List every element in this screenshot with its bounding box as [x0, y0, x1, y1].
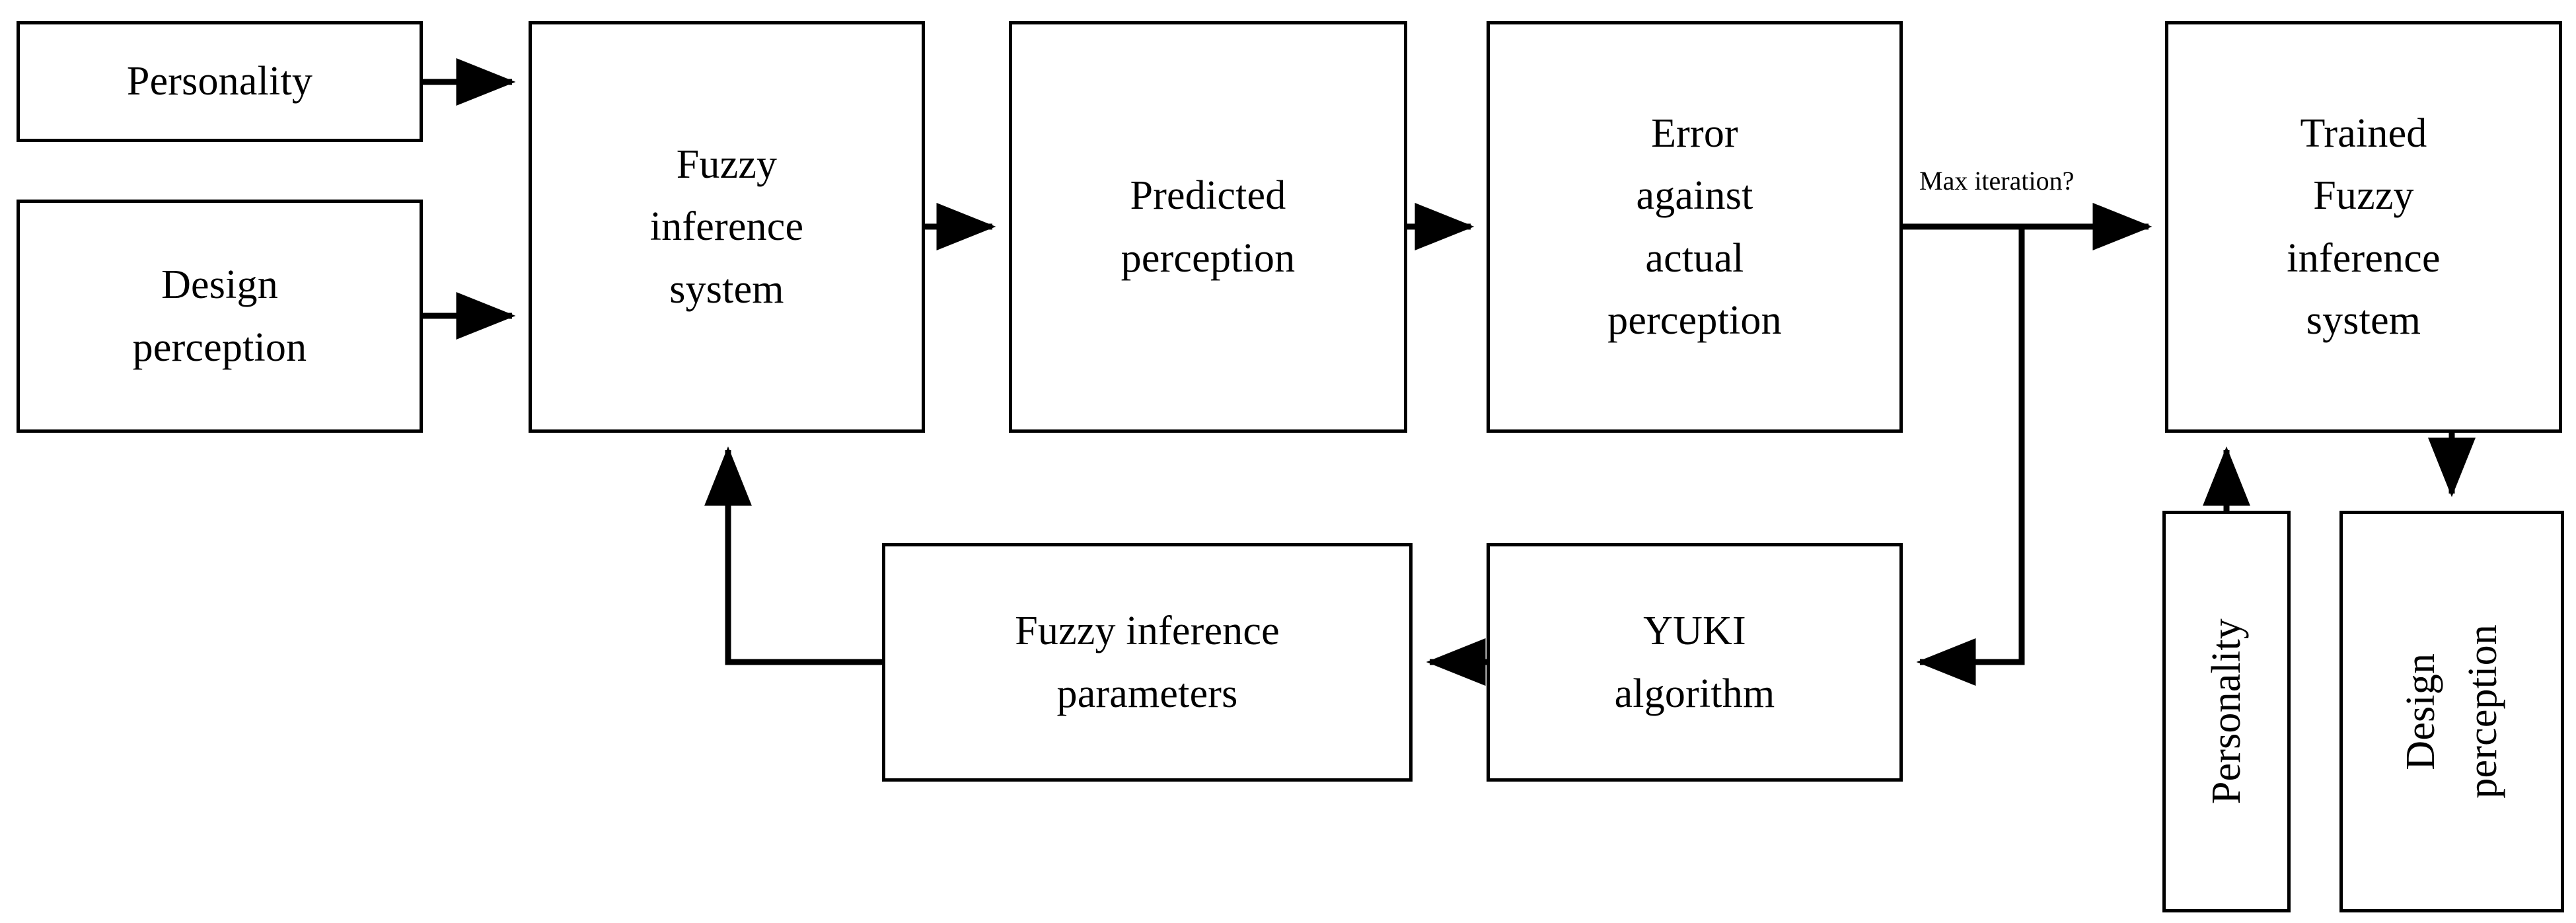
node-label: Design perception: [132, 262, 307, 370]
edge-fis-parameters-to-fis: [704, 446, 882, 665]
node-design-perception-output[interactable]: Design perception: [2339, 511, 2564, 912]
edge-iteration-feedback-to-yuki: [1916, 227, 2025, 686]
node-fuzzy-inference-system[interactable]: Fuzzy inference system: [529, 21, 925, 433]
node-fuzzy-inference-parameters[interactable]: Fuzzy inference parameters: [882, 543, 1413, 782]
node-label: Personality: [126, 59, 313, 104]
node-yuki-algorithm[interactable]: YUKI algorithm: [1487, 543, 1903, 782]
node-label: Fuzzy inference system: [649, 142, 804, 312]
node-design-perception-input[interactable]: Design perception: [17, 200, 423, 433]
node-label: Personality: [2203, 618, 2249, 805]
node-label: Trained Fuzzy inference system: [2287, 111, 2441, 343]
node-label: Fuzzy inference parameters: [1015, 609, 1280, 716]
node-error-against-actual-perception[interactable]: Error against actual perception: [1487, 21, 1903, 433]
node-trained-fuzzy-inference-system[interactable]: Trained Fuzzy inference system: [2165, 21, 2562, 433]
edge-label-max-iteration: Max iteration?: [1918, 166, 2076, 196]
node-personality-output[interactable]: Personality: [2162, 511, 2291, 912]
node-label: YUKI algorithm: [1614, 609, 1775, 716]
node-label: Error against actual perception: [1607, 111, 1782, 343]
node-label: Predicted perception: [1121, 173, 1296, 281]
node-personality-input[interactable]: Personality: [17, 21, 423, 142]
node-label: Design perception: [2398, 624, 2505, 799]
node-predicted-perception[interactable]: Predicted perception: [1009, 21, 1407, 433]
